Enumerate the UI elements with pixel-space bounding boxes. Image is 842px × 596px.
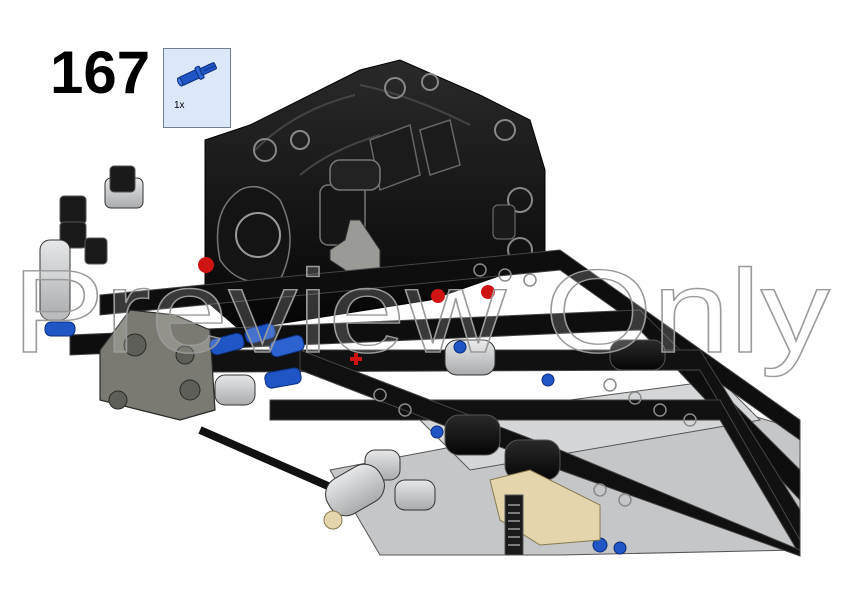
gray-connector — [99, 309, 216, 421]
part-quantity: 1x — [174, 100, 185, 111]
blue-pins — [44, 321, 627, 555]
blue-axle-pin-icon — [176, 62, 217, 87]
step-number: 167 — [50, 39, 151, 106]
red-axle-mark — [350, 353, 362, 365]
parts-callout: 1x — [163, 48, 231, 128]
